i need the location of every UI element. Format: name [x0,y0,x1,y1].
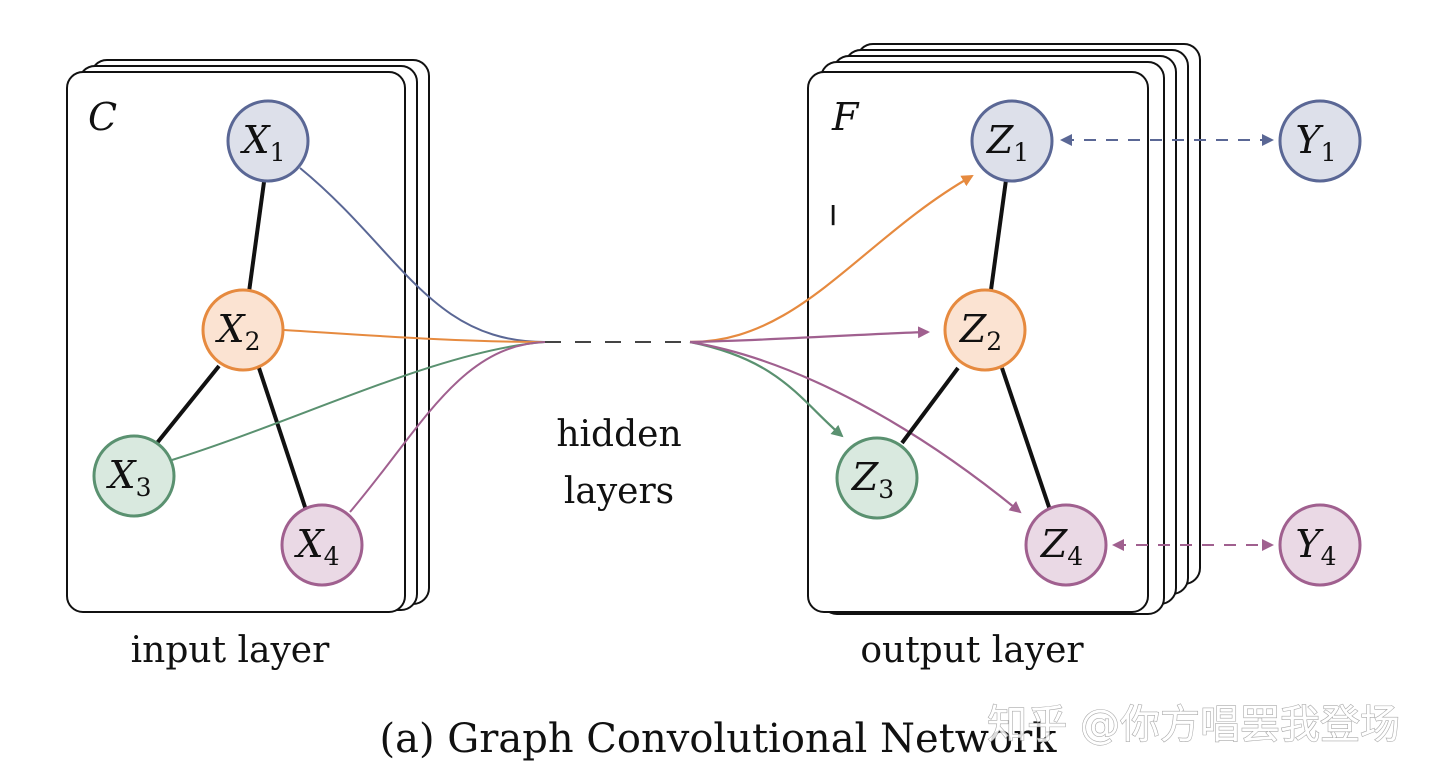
node-z4-circle [1024,503,1108,587]
input-to-hidden-lines [171,167,546,513]
node-x3: X3 [92,434,176,518]
node-subscript: 1 [1013,138,1029,167]
node-z3-label: Z3 [851,455,894,504]
node-z1: Z1 [970,99,1054,183]
hidden-caption-line1: hidden [556,414,681,455]
node-letter: Z [851,455,879,499]
node-letter: Z [959,307,987,351]
input-graph-edges [155,181,308,511]
node-x4-circle [280,503,364,587]
node-z4-label: Z4 [1040,522,1083,571]
node-letter: X [106,453,138,497]
text-cursor-icon: I [829,199,837,232]
node-subscript: 4 [1067,542,1083,571]
node-letter: X [215,307,247,351]
node-x4-label: X4 [294,522,340,571]
node-z1-circle [970,99,1054,183]
node-subscript: 2 [245,327,261,356]
hidden-caption-line2: layers [564,471,674,512]
node-x3-circle [92,434,176,518]
node-z2: Z2 [943,288,1027,372]
node-subscript: 3 [878,475,894,504]
node-x2: X2 [201,288,285,372]
node-letter: Y [1296,522,1325,566]
input-channel-label: C [88,95,117,139]
node-subscript: 1 [270,138,286,167]
node-y4-label: Y4 [1296,522,1337,571]
node-letter: Y [1296,118,1325,162]
node-x1: X1 [226,99,310,183]
node-subscript: 1 [1321,138,1337,167]
node-letter: X [294,522,326,566]
node-letter: Z [986,118,1014,162]
node-z2-circle [943,288,1027,372]
node-y1-circle [1278,99,1362,183]
output-layer-caption: output layer [860,630,1084,671]
node-z4: Z4 [1024,503,1108,587]
hidden-to-output-arrows [689,175,1022,514]
node-z3: Z3 [835,436,919,520]
figure-title: (a) Graph Convolutional Network [380,716,1058,762]
node-subscript: 4 [324,542,340,571]
node-y4-circle [1278,503,1362,587]
node-y4: Y4 [1278,503,1362,587]
node-x2-circle [201,288,285,372]
node-letter: Z [1040,522,1068,566]
node-letter: X [240,118,272,162]
input-layer-caption: input layer [131,630,330,671]
node-x4: X4 [280,503,364,587]
node-subscript: 2 [986,327,1002,356]
node-y1-label: Y1 [1296,118,1337,167]
output-graph-edges [900,179,1052,511]
node-subscript: 3 [136,473,152,502]
node-x2-label: X2 [215,307,261,356]
node-z3-circle [835,436,919,520]
output-channel-label: F [831,95,860,139]
node-subscript: 4 [1321,542,1337,571]
node-z2-label: Z2 [959,307,1002,356]
node-x1-circle [226,99,310,183]
node-z1-label: Z1 [986,118,1029,167]
node-y1: Y1 [1278,99,1362,183]
node-x3-label: X3 [106,453,152,502]
watermark: 知乎 @你方唱罢我登场 [987,702,1400,748]
node-x1-label: X1 [240,118,286,167]
